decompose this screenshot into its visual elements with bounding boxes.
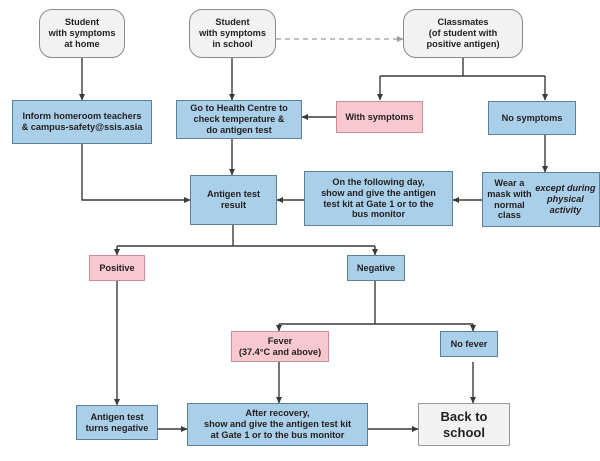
node-after-recovery[interactable]: After recovery, show and give the antige… bbox=[187, 403, 368, 446]
wear-mask-italic-text: except during physical activity bbox=[535, 183, 596, 215]
node-antigen-test-result[interactable]: Antigen test result bbox=[190, 175, 277, 225]
node-no-symptoms[interactable]: No symptoms bbox=[488, 101, 576, 135]
node-no-fever[interactable]: No fever bbox=[440, 331, 498, 357]
node-fever-37-4-and-above[interactable]: Fever (37.4°C and above) bbox=[231, 331, 329, 362]
node-classmates-of-student-with-positive-antigen[interactable]: Classmates (of student with positive ant… bbox=[403, 9, 523, 58]
node-positive[interactable]: Positive bbox=[89, 255, 145, 281]
node-negative[interactable]: Negative bbox=[347, 255, 405, 281]
node-on-the-following-day[interactable]: On the following day, show and give the … bbox=[304, 171, 453, 226]
node-inform-homeroom-teachers[interactable]: Inform homeroom teachers & campus-safety… bbox=[12, 100, 152, 144]
node-antigen-test-turns-negative[interactable]: Antigen test turns negative bbox=[76, 405, 158, 440]
node-student-with-symptoms-in-school[interactable]: Student with symptoms in school bbox=[189, 9, 276, 58]
node-with-symptoms[interactable]: With symptoms bbox=[336, 101, 423, 133]
node-go-to-health-centre[interactable]: Go to Health Centre to check temperature… bbox=[176, 100, 302, 139]
node-student-with-symptoms-at-home[interactable]: Student with symptoms at home bbox=[39, 9, 125, 58]
node-back-to-school[interactable]: Back to school bbox=[418, 403, 510, 446]
wear-mask-normal-text: Wear a mask with normal class bbox=[487, 177, 532, 221]
edge-inform-to-result bbox=[81, 144, 191, 203]
node-wear-a-mask-with-normal-class: Wear a mask with normal class except dur… bbox=[482, 172, 600, 227]
